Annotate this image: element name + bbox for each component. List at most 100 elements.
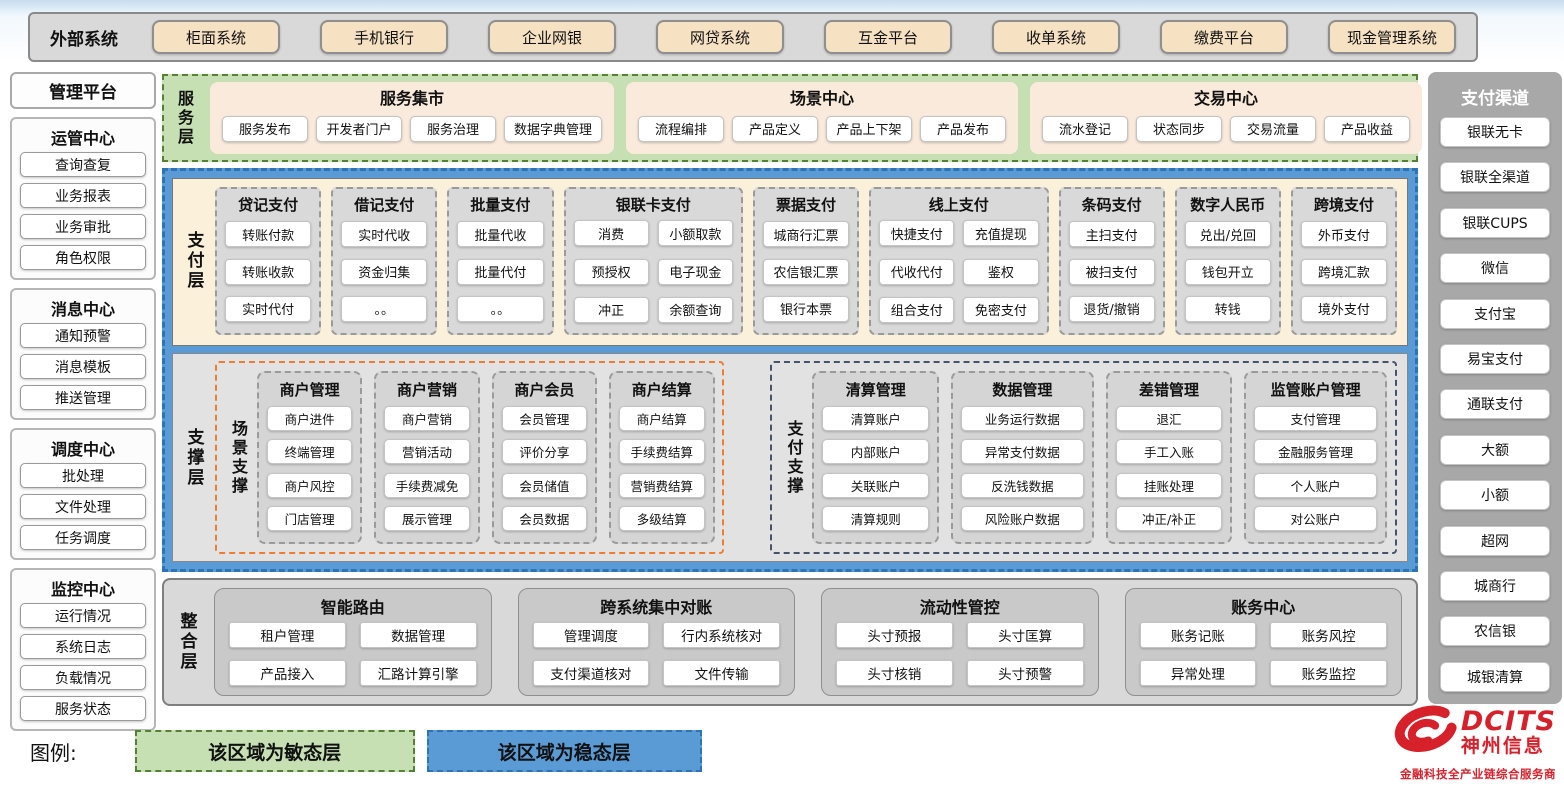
integration-item[interactable]: 账务监控 — [1270, 659, 1387, 686]
support-item[interactable]: 手续费减免 — [384, 472, 470, 498]
support-item[interactable]: 营销费结算 — [619, 472, 705, 498]
channel-button[interactable]: 农信银 — [1440, 616, 1550, 647]
integration-item[interactable]: 支付渠道核对 — [532, 659, 650, 686]
integration-item[interactable]: 汇路计算引擎 — [359, 659, 477, 686]
support-item[interactable]: 商户营销 — [384, 405, 470, 431]
payment-item[interactable]: 外币支付 — [1300, 221, 1388, 248]
payment-item[interactable]: 代收代付 — [879, 258, 955, 285]
channel-button[interactable]: 超网 — [1440, 525, 1550, 556]
support-item[interactable]: 内部账户 — [822, 439, 930, 465]
payment-item[interactable]: 退货/撤销 — [1068, 295, 1155, 322]
integration-item[interactable]: 异常处理 — [1139, 659, 1257, 686]
service-item[interactable]: 流水登记 — [1042, 115, 1129, 142]
payment-item[interactable]: 批量代收 — [457, 221, 544, 248]
integration-item[interactable]: 产品接入 — [229, 659, 346, 686]
payment-item[interactable]: 实时代付 — [225, 295, 312, 322]
support-item[interactable]: 商户风控 — [267, 472, 353, 498]
support-item[interactable]: 个人账户 — [1254, 472, 1377, 498]
payment-item[interactable]: 快捷支付 — [879, 220, 955, 247]
payment-item[interactable]: 免密支付 — [963, 296, 1039, 323]
channel-button[interactable]: 小额 — [1440, 480, 1550, 511]
support-item[interactable]: 反洗钱数据 — [961, 472, 1084, 498]
service-item[interactable]: 开发者门户 — [316, 115, 402, 142]
support-item[interactable]: 业务运行数据 — [961, 405, 1084, 431]
support-item[interactable]: 退汇 — [1115, 405, 1223, 431]
support-item[interactable]: 会员储值 — [501, 472, 588, 498]
integration-item[interactable]: 管理调度 — [532, 622, 650, 649]
support-item[interactable]: 冲正/补正 — [1115, 506, 1223, 532]
support-item[interactable]: 挂账处理 — [1115, 472, 1223, 498]
support-item[interactable]: 多级结算 — [619, 506, 705, 532]
channel-button[interactable]: 微信 — [1440, 253, 1550, 284]
payment-item[interactable]: 批量代付 — [457, 258, 544, 285]
external-system-button[interactable]: 网贷系统 — [656, 20, 784, 54]
management-item[interactable]: 批处理 — [20, 463, 146, 488]
management-item[interactable]: 系统日志 — [20, 634, 146, 659]
payment-item[interactable]: 鉴权 — [963, 258, 1039, 285]
external-system-button[interactable]: 企业网银 — [488, 20, 616, 54]
service-item[interactable]: 产品上下架 — [826, 115, 913, 142]
support-item[interactable]: 金融服务管理 — [1254, 439, 1377, 465]
service-item[interactable]: 状态同步 — [1136, 115, 1223, 142]
management-item[interactable]: 任务调度 — [20, 525, 146, 550]
service-item[interactable]: 产品发布 — [920, 115, 1007, 142]
integration-item[interactable]: 行内系统核对 — [663, 622, 780, 649]
channel-button[interactable]: 大额 — [1440, 434, 1550, 465]
management-item[interactable]: 运行情况 — [20, 603, 146, 628]
service-item[interactable]: 产品收益 — [1324, 115, 1411, 142]
service-item[interactable]: 服务治理 — [410, 115, 496, 142]
support-item[interactable]: 终端管理 — [267, 439, 353, 465]
channel-button[interactable]: 银联CUPS — [1440, 207, 1550, 238]
payment-item[interactable]: 。。 — [457, 295, 544, 322]
payment-item[interactable]: 兑出/兑回 — [1184, 221, 1271, 248]
support-item[interactable]: 对公账户 — [1254, 506, 1377, 532]
integration-item[interactable]: 头寸预警 — [966, 659, 1084, 686]
channel-button[interactable]: 通联支付 — [1440, 389, 1550, 420]
service-item[interactable]: 交易流量 — [1230, 115, 1317, 142]
integration-item[interactable]: 头寸预报 — [836, 622, 953, 649]
payment-item[interactable]: 城商行汇票 — [762, 221, 850, 248]
support-item[interactable]: 展示管理 — [384, 506, 470, 532]
support-item[interactable]: 评价分享 — [501, 439, 588, 465]
payment-item[interactable]: 跨境汇款 — [1300, 258, 1388, 285]
integration-item[interactable]: 头寸核销 — [836, 659, 953, 686]
management-item[interactable]: 负载情况 — [20, 665, 146, 690]
integration-item[interactable]: 头寸匡算 — [966, 622, 1084, 649]
channel-button[interactable]: 城银清算 — [1440, 661, 1550, 692]
support-item[interactable]: 风险账户数据 — [961, 506, 1084, 532]
channel-button[interactable]: 易宝支付 — [1440, 344, 1550, 375]
support-item[interactable]: 商户结算 — [619, 405, 705, 431]
support-item[interactable]: 会员管理 — [501, 405, 588, 431]
payment-item[interactable]: 小额取款 — [657, 220, 733, 247]
management-item[interactable]: 查询查复 — [20, 152, 146, 177]
management-item[interactable]: 业务报表 — [20, 183, 146, 208]
management-item[interactable]: 服务状态 — [20, 696, 146, 721]
payment-item[interactable]: 余额查询 — [657, 296, 733, 323]
payment-item[interactable]: 转账收款 — [225, 258, 312, 285]
external-system-button[interactable]: 收单系统 — [992, 20, 1120, 54]
support-item[interactable]: 手工入账 — [1115, 439, 1223, 465]
support-item[interactable]: 商户进件 — [267, 405, 353, 431]
payment-item[interactable]: 转账付款 — [225, 221, 312, 248]
integration-item[interactable]: 文件传输 — [663, 659, 780, 686]
integration-item[interactable]: 账务记账 — [1139, 622, 1257, 649]
external-system-button[interactable]: 手机银行 — [320, 20, 448, 54]
channel-button[interactable]: 城商行 — [1440, 571, 1550, 602]
channel-button[interactable]: 银联无卡 — [1440, 117, 1550, 147]
management-item[interactable]: 通知预警 — [20, 323, 146, 348]
channel-button[interactable]: 支付宝 — [1440, 298, 1550, 329]
payment-item[interactable]: 预授权 — [573, 258, 649, 285]
service-item[interactable]: 数据字典管理 — [504, 115, 603, 142]
support-item[interactable]: 异常支付数据 — [961, 439, 1084, 465]
payment-item[interactable]: 电子现金 — [657, 258, 733, 285]
external-system-button[interactable]: 柜面系统 — [152, 20, 280, 54]
management-item[interactable]: 文件处理 — [20, 494, 146, 519]
integration-item[interactable]: 数据管理 — [359, 622, 477, 649]
payment-item[interactable]: 钱包开立 — [1184, 258, 1271, 285]
support-item[interactable]: 门店管理 — [267, 506, 353, 532]
service-item[interactable]: 服务发布 — [222, 115, 308, 142]
payment-item[interactable]: 境外支付 — [1300, 295, 1388, 322]
external-system-button[interactable]: 互金平台 — [824, 20, 952, 54]
service-item[interactable]: 流程编排 — [638, 115, 725, 142]
management-item[interactable]: 推送管理 — [20, 385, 146, 410]
